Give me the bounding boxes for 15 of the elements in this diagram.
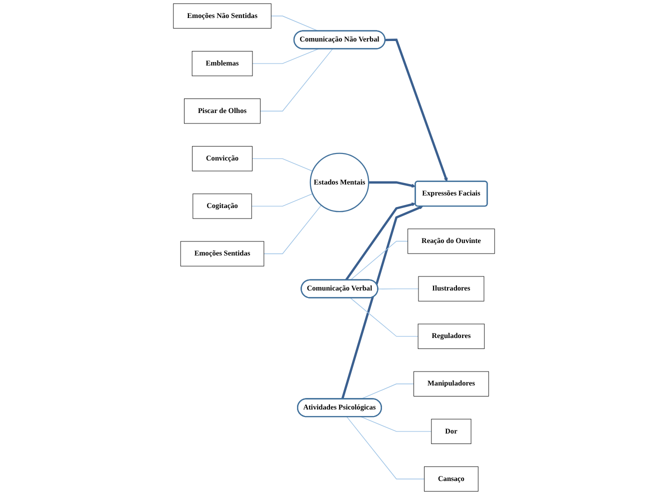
connector	[260, 48, 333, 112]
arrow	[345, 202, 416, 281]
arrow	[385, 38, 448, 182]
connector	[251, 193, 313, 207]
connector	[360, 416, 432, 432]
arrow	[341, 206, 424, 400]
connector	[378, 288, 419, 290]
connector	[252, 48, 319, 64]
connector	[252, 158, 313, 172]
connector	[350, 298, 418, 337]
connector	[264, 204, 322, 254]
arrow	[368, 181, 416, 188]
connector	[350, 240, 408, 280]
connector	[360, 384, 414, 400]
connector	[346, 416, 425, 480]
